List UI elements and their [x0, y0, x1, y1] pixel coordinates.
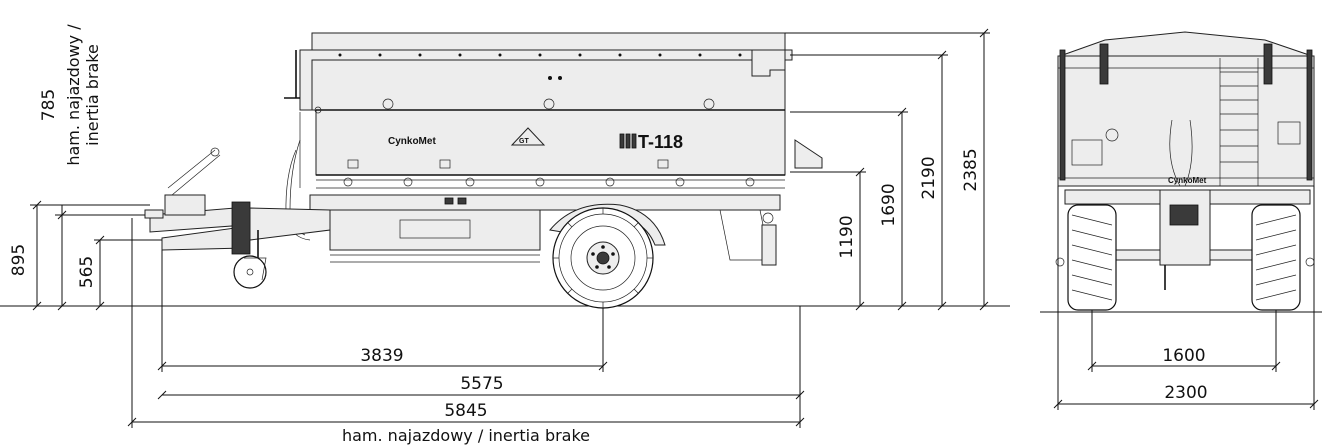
dim-1190: 1190: [790, 167, 866, 311]
dim-2300: 2300: [1053, 186, 1319, 410]
svg-text:5575: 5575: [460, 374, 503, 394]
svg-text:2385: 2385: [961, 148, 981, 191]
svg-text:1690: 1690: [879, 183, 899, 226]
svg-text:2190: 2190: [919, 156, 939, 199]
brand-logo-side: CynkoMet: [388, 136, 436, 147]
model-label: T-118: [638, 132, 683, 152]
chassis: [285, 139, 781, 266]
svg-text:2300: 2300: [1164, 383, 1207, 403]
dim-2190: 2190: [790, 50, 948, 311]
side-view: CynkoMet GT T-118: [0, 24, 1010, 445]
dim-1600: 1600: [1087, 310, 1281, 372]
svg-text:ham. najazdowy /: ham. najazdowy /: [64, 24, 83, 166]
rear-left-tire: [1067, 204, 1117, 311]
brake-note-bottom: ham. najazdowy / inertia brake: [342, 426, 590, 445]
dim-565: 565: [77, 235, 162, 311]
dim-1690: 1690: [790, 107, 908, 311]
rear-view: CynkoMet 1600: [1040, 31, 1322, 410]
dim-5845: 5845: [127, 401, 805, 427]
svg-text:565: 565: [77, 256, 97, 288]
brake-note-vertical: ham. najazdowy / inertia brake: [64, 24, 102, 166]
dim-785: 785: [39, 89, 145, 311]
svg-text:1190: 1190: [837, 215, 857, 258]
svg-text:5845: 5845: [444, 401, 487, 421]
svg-text:785: 785: [39, 89, 59, 121]
dim-2385: 2385: [785, 28, 990, 311]
jockey-wheel: [233, 230, 267, 289]
drawbar: [144, 147, 331, 289]
svg-text:3839: 3839: [360, 346, 403, 366]
svg-text:GT: GT: [519, 138, 529, 145]
main-wheel: [549, 203, 666, 309]
svg-text:1600: 1600: [1162, 346, 1205, 366]
rear-ladder: [1219, 58, 1259, 186]
weight-tag: GT: [510, 127, 546, 146]
dim-3839: 3839: [157, 346, 608, 371]
svg-text:inertia brake: inertia brake: [83, 44, 102, 146]
dim-5575: 5575: [157, 374, 805, 400]
trailer-box: CynkoMet GT T-118: [284, 32, 823, 189]
rear-right-tire: [1251, 204, 1301, 311]
dim-895: 895: [9, 200, 150, 311]
extension-lines: [131, 218, 801, 428]
svg-text:895: 895: [9, 244, 29, 276]
